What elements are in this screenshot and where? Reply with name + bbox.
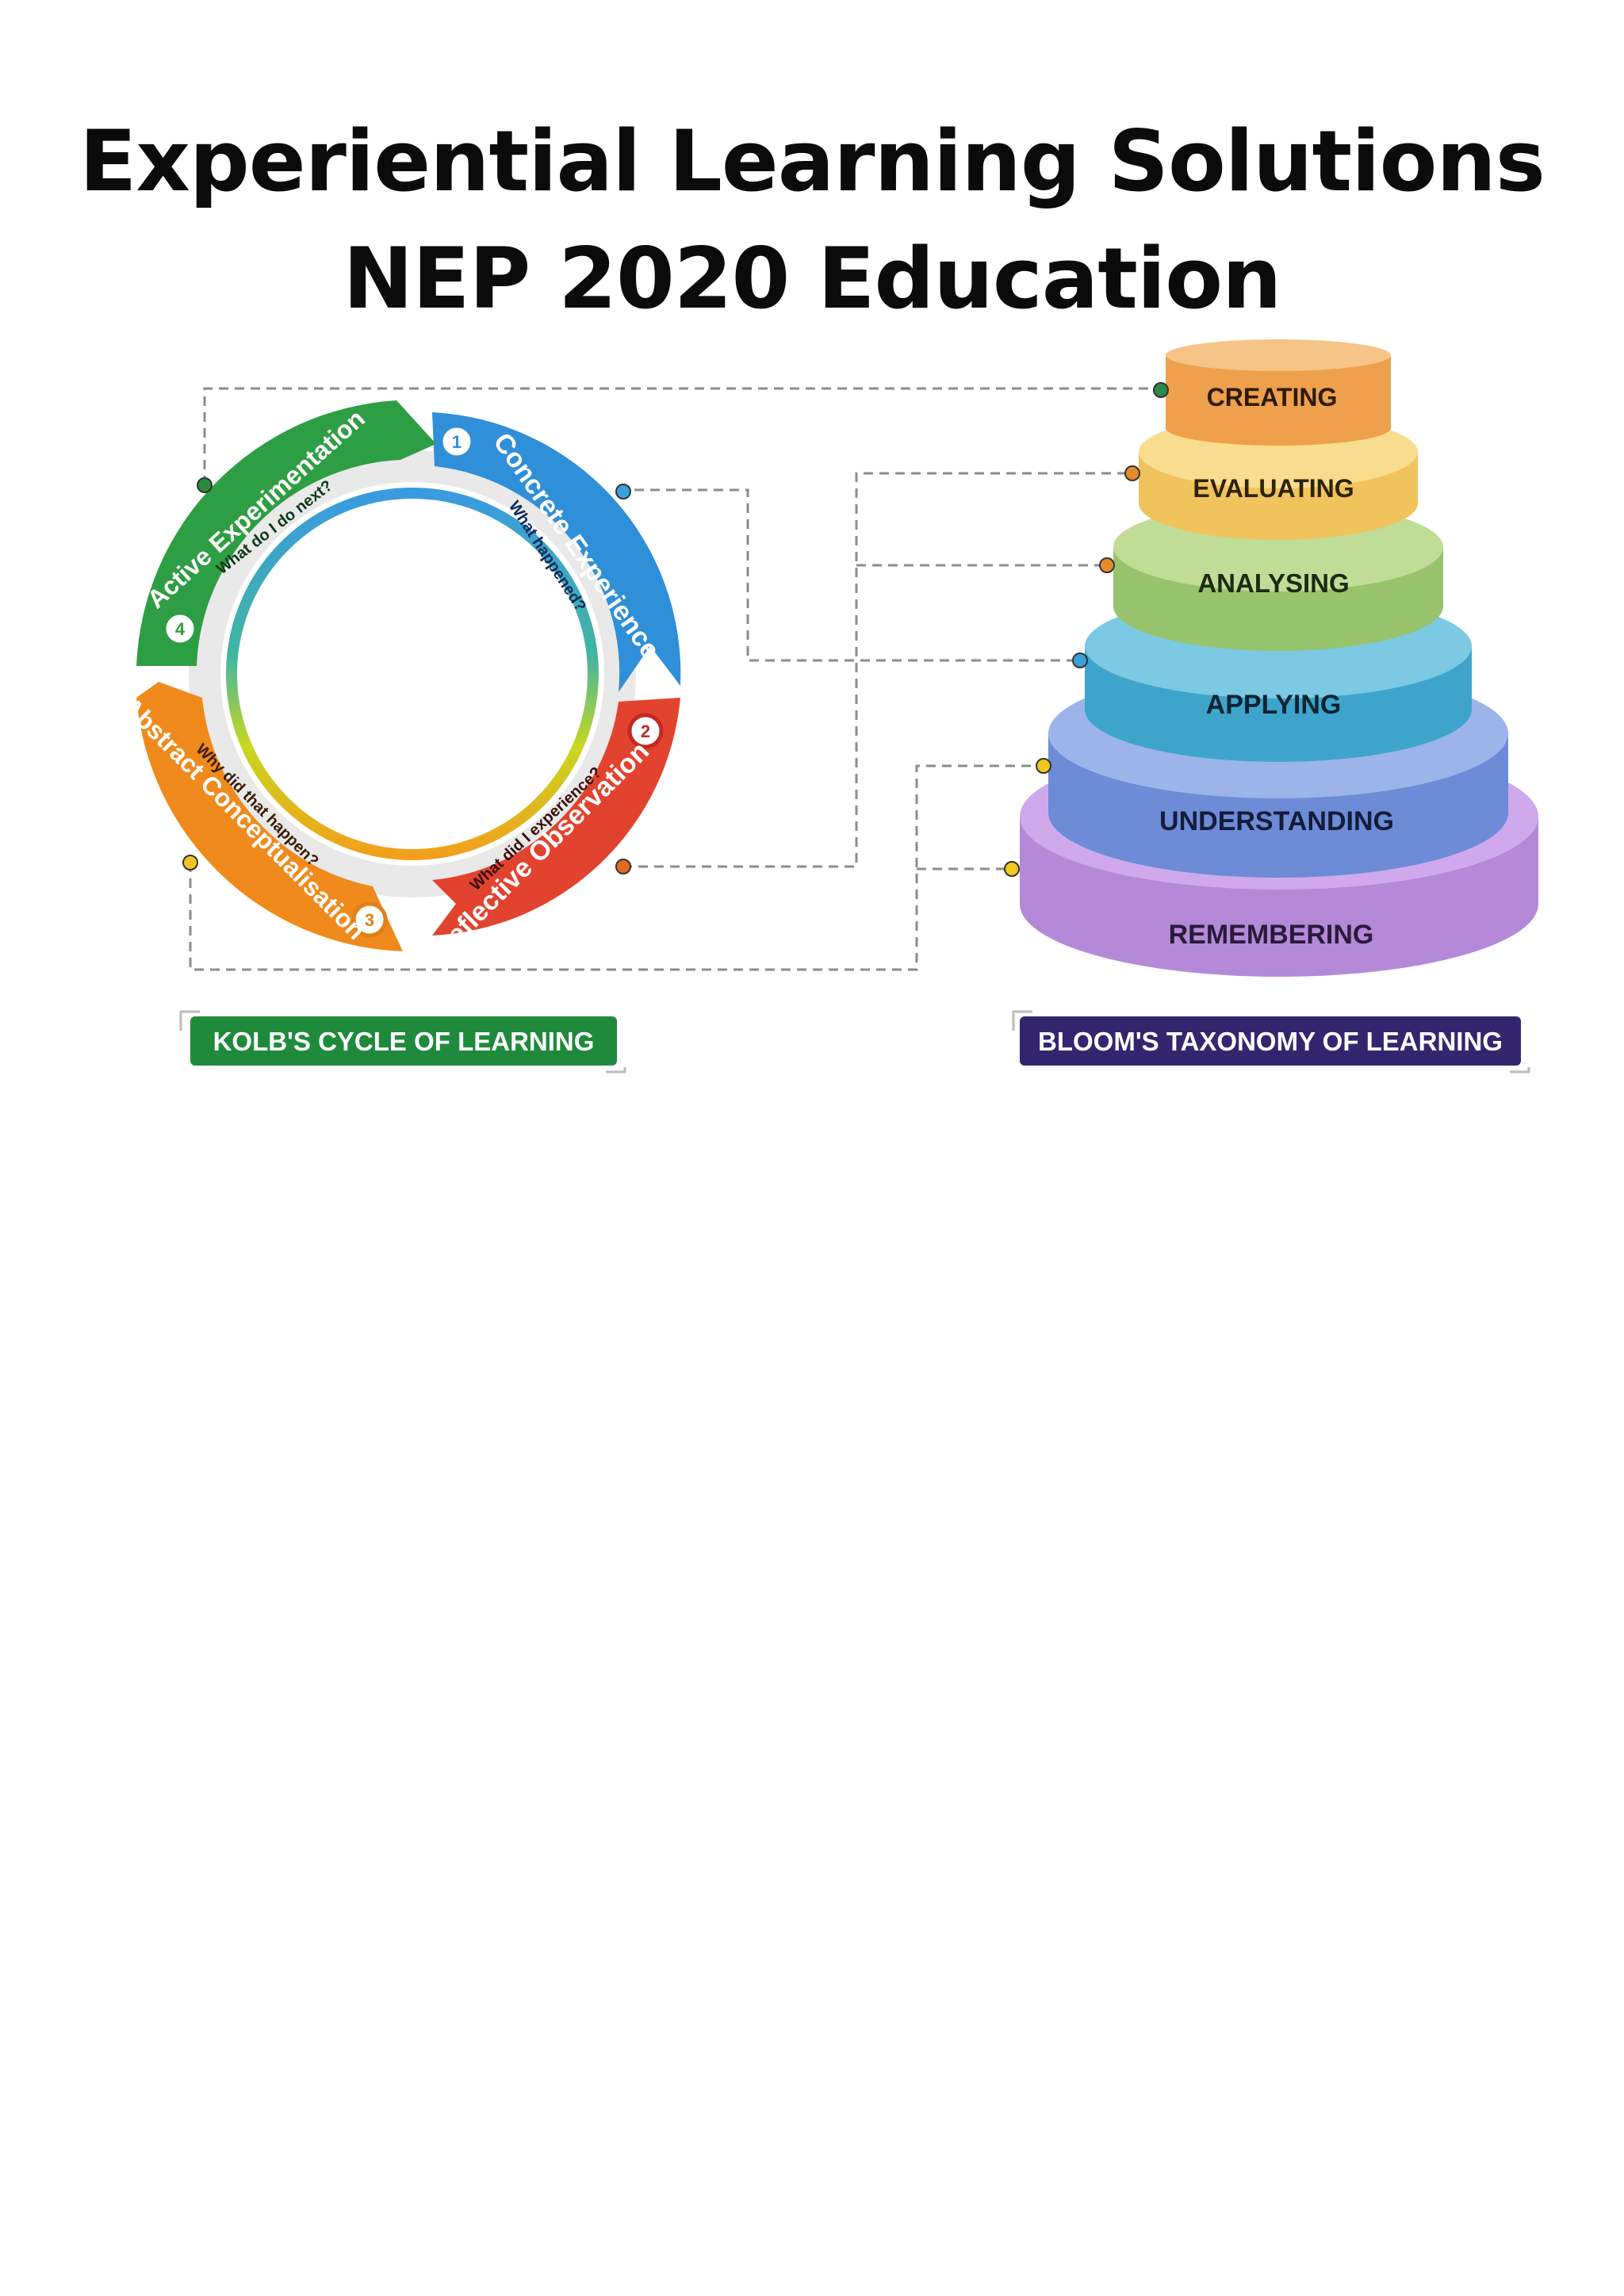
bloom-dot-creating	[1153, 382, 1169, 398]
connector-lines	[189, 387, 1161, 971]
svg-text:ANALYSING: ANALYSING	[1197, 568, 1349, 598]
svg-text:APPLYING: APPLYING	[1206, 690, 1342, 720]
kolb-cycle: 1 2 3 4 Concrete Experience What happene…	[117, 400, 681, 964]
svg-text:EVALUATING: EVALUATING	[1193, 474, 1354, 503]
kolb-dot-3	[182, 855, 198, 871]
svg-text:CREATING: CREATING	[1207, 383, 1338, 411]
bloom-dot-applying	[1072, 652, 1088, 668]
kolb-inner-ring	[226, 488, 599, 860]
svg-text:1: 1	[452, 432, 462, 452]
page-title: Experiential Learning Solutions NEP 2020…	[0, 103, 1624, 338]
bloom-pyramid: REMEMBERING UNDERSTANDING APPLYING ANALY…	[1004, 339, 1538, 977]
bloom-dot-understanding	[1036, 758, 1051, 774]
bloom-caption-text: BLOOM'S TAXONOMY OF LEARNING	[1038, 1027, 1503, 1056]
svg-text:3: 3	[365, 910, 374, 930]
kolb-segment-abstract-conceptualisation	[136, 682, 403, 951]
kolb-caption: KOLB'S CYCLE OF LEARNING	[179, 1010, 626, 1073]
kolb-caption-text: KOLB'S CYCLE OF LEARNING	[213, 1027, 595, 1056]
svg-text:2: 2	[641, 721, 650, 741]
title-line-1: Experiential Learning Solutions	[79, 113, 1545, 210]
kolb-badge-1: 1	[439, 423, 475, 460]
kolb-badge-4: 4	[162, 610, 198, 647]
kolb-dot-1	[615, 484, 631, 499]
bloom-dot-analysing	[1099, 557, 1115, 573]
bloom-level-creating: CREATING	[1166, 339, 1391, 446]
bloom-dot-remembering	[1004, 861, 1020, 877]
svg-text:REMEMBERING: REMEMBERING	[1169, 920, 1374, 950]
bloom-dot-evaluating	[1124, 465, 1140, 481]
kolb-badge-3: 3	[351, 901, 388, 938]
kolb-dot-4	[197, 477, 213, 493]
kolb-badge-2: 2	[627, 713, 664, 749]
title-line-2: NEP 2020 Education	[343, 230, 1281, 327]
kolb-segment-reflective-observation	[432, 698, 680, 936]
kolb-segment-concrete-experience	[432, 412, 681, 692]
svg-text:UNDERSTANDING: UNDERSTANDING	[1159, 806, 1394, 836]
kolb-dot-2	[615, 859, 631, 874]
svg-text:4: 4	[175, 619, 186, 639]
bloom-caption: BLOOM'S TAXONOMY OF LEARNING	[1012, 1010, 1530, 1073]
